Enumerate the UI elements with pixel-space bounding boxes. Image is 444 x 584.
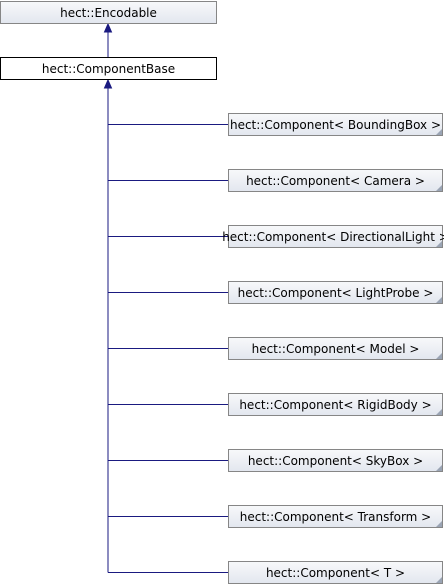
- collapsed-corner-icon: [436, 297, 442, 303]
- class-label: hect::Component< T >: [265, 565, 406, 580]
- class-node-component-boundingbox[interactable]: hect::Component< BoundingBox >: [228, 113, 443, 136]
- class-label: hect::Component< BoundingBox >: [229, 117, 442, 132]
- class-node-component-base: hect::ComponentBase: [0, 57, 217, 80]
- arrowhead-icon: [103, 78, 113, 89]
- collapsed-corner-icon: [436, 129, 442, 135]
- class-node-encodable[interactable]: hect::Encodable: [0, 1, 217, 24]
- class-label: hect::Component< LightProbe >: [237, 285, 434, 300]
- class-node-component-camera[interactable]: hect::Component< Camera >: [228, 169, 443, 192]
- collapsed-corner-icon: [436, 185, 442, 191]
- class-node-component-t[interactable]: hect::Component< T >: [228, 561, 443, 584]
- class-label: hect::Component< SkyBox >: [247, 453, 424, 468]
- class-node-component-directionallight[interactable]: hect::Component< DirectionalLight >: [222, 225, 444, 248]
- class-label: hect::Component< DirectionalLight >: [222, 229, 444, 244]
- class-node-component-lightprobe[interactable]: hect::Component< LightProbe >: [228, 281, 443, 304]
- class-node-component-skybox[interactable]: hect::Component< SkyBox >: [228, 449, 443, 472]
- collapsed-corner-icon: [436, 241, 442, 247]
- collapsed-corner-icon: [436, 353, 442, 359]
- class-node-component-rigidbody[interactable]: hect::Component< RigidBody >: [228, 393, 443, 416]
- class-node-component-transform[interactable]: hect::Component< Transform >: [228, 505, 443, 528]
- class-label: hect::Component< Transform >: [239, 509, 432, 524]
- collapsed-corner-icon: [436, 521, 442, 527]
- inheritance-edges: [103, 22, 228, 573]
- class-label: hect::Encodable: [60, 5, 157, 20]
- collapsed-corner-icon: [436, 409, 442, 415]
- class-label: hect::Component< Model >: [251, 341, 420, 356]
- arrowhead-icon: [103, 22, 113, 33]
- class-label: hect::Component< Camera >: [246, 173, 425, 188]
- collapsed-corner-icon: [436, 465, 442, 471]
- class-label: hect::Component< RigidBody >: [239, 397, 432, 412]
- class-node-component-model[interactable]: hect::Component< Model >: [228, 337, 443, 360]
- class-label: hect::ComponentBase: [41, 61, 176, 76]
- collapsed-corner-icon: [436, 577, 442, 583]
